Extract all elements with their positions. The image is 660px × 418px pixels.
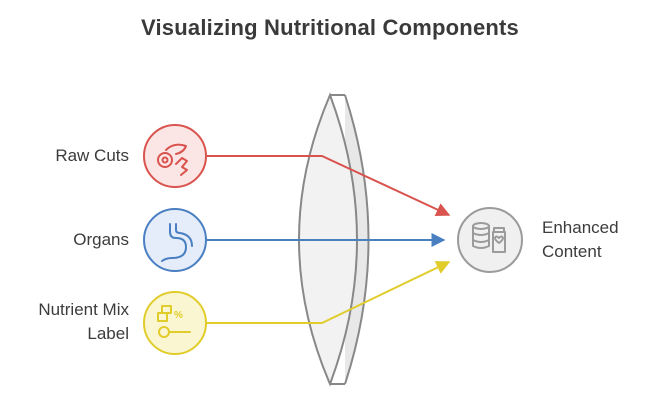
- diagram-title: Visualizing Nutritional Components: [141, 15, 519, 40]
- label-raw-cuts: Raw Cuts: [55, 146, 129, 165]
- raw-cuts-node: [143, 124, 207, 188]
- storage-and-jar-icon: [472, 222, 506, 253]
- label-enhanced-content: Enhanced Content: [542, 218, 619, 261]
- nutrient-scoop-icon: %: [157, 305, 191, 338]
- label-nutrient-mix: Nutrient Mix Label: [38, 300, 129, 343]
- enhanced-content-node: [457, 207, 523, 273]
- svg-text:%: %: [174, 310, 183, 321]
- nutrient-mix-node: %: [143, 291, 207, 355]
- arrow-raw-cuts: [206, 155, 451, 217]
- arrow-nutrient-mix: [206, 261, 451, 324]
- organs-node: [143, 208, 207, 272]
- label-organs: Organs: [73, 230, 129, 249]
- stomach-icon: [161, 223, 193, 262]
- meat-cuts-icon: [157, 143, 188, 176]
